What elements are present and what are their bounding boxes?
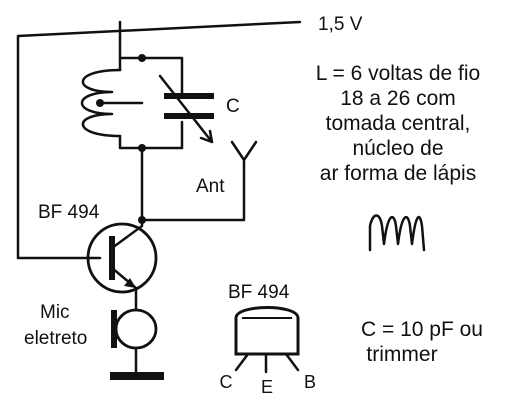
transistor-emitter-arrow	[124, 278, 136, 288]
antenna-wire	[140, 140, 258, 222]
coil-inductor	[80, 68, 122, 138]
coil-note-line-2: 18 a 26 com	[340, 87, 456, 110]
capacitor-note: C = 10 pF ou trimmer	[361, 318, 483, 366]
tank-wire	[118, 20, 184, 222]
package-pin-c: C	[220, 372, 233, 392]
supply-voltage-label: 1,5 V	[318, 14, 363, 35]
package-title: BF 494	[228, 282, 290, 303]
cap-note-line-2: trimmer	[366, 343, 437, 366]
package-body	[234, 306, 300, 356]
transistor-package: BF 494 C E B	[220, 282, 317, 397]
coil-note-line-4: núcleo de	[352, 137, 443, 160]
package-pin-b: B	[304, 372, 316, 392]
transistor-label: BF 494	[38, 202, 100, 223]
mic-label-line1: Mic	[40, 302, 70, 323]
supply-wire	[16, 20, 302, 260]
package-pin-e: E	[261, 377, 273, 397]
transistor-body	[86, 222, 158, 294]
antenna-label: Ant	[196, 176, 225, 197]
mic-capsule	[114, 308, 158, 350]
node-dot-top	[138, 54, 146, 62]
capacitor-variable-arrow	[158, 74, 214, 144]
tank-circuit: C	[80, 20, 240, 222]
antenna: Ant	[138, 140, 258, 224]
node-dot-bottom	[138, 144, 146, 152]
mic-label-line2: eletreto	[24, 328, 87, 349]
coil-note-line-1: L = 6 voltas de fio	[316, 62, 480, 85]
coil-sketch-icon	[368, 214, 426, 252]
coil-note: L = 6 voltas de fio 18 a 26 com tomada c…	[316, 62, 480, 185]
coil-note-line-5: ar forma de lápis	[320, 162, 476, 185]
capacitor-label: C	[226, 96, 240, 117]
package-leads	[234, 352, 300, 374]
coil-note-line-3: tomada central,	[326, 112, 471, 135]
transistor-collector	[110, 218, 144, 250]
cap-note-line-1: C = 10 pF ou	[361, 318, 483, 341]
electret-microphone: Mic eletreto	[24, 298, 164, 380]
transistor: BF 494	[38, 202, 158, 302]
